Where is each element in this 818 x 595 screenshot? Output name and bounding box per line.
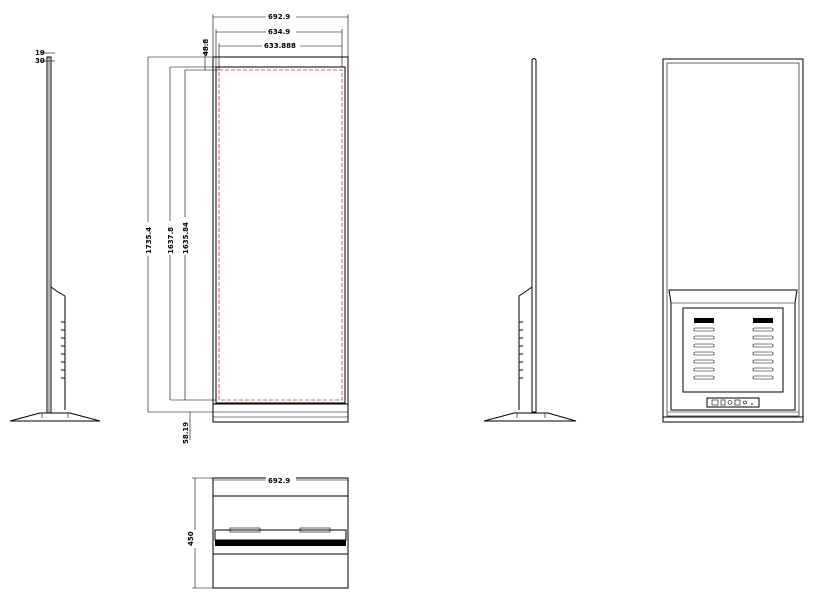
rear-vents-left xyxy=(693,318,715,380)
rear-vent-grille-right xyxy=(753,318,773,323)
right-back-housing xyxy=(518,286,533,410)
front-active-area xyxy=(218,69,343,401)
front-view: 692.9 634.9 633.888 48.8 1735.4 1637.8 1… xyxy=(144,12,349,444)
dim-bottom-width: 692.9 xyxy=(268,477,290,485)
dim-side-top-small: 19 xyxy=(35,49,45,57)
dim-front-active-width: 633.888 xyxy=(264,42,296,50)
bottom-view: 692.9 450 xyxy=(187,476,349,589)
front-bottom-base xyxy=(212,403,349,423)
right-side-panel xyxy=(531,58,537,413)
left-side-view: 19 30 xyxy=(9,49,101,422)
side-back-housing xyxy=(50,286,66,410)
dim-front-glass-height: 1637.8 xyxy=(167,227,175,254)
rear-view xyxy=(662,58,804,423)
dim-front-overall-height: 1735.4 xyxy=(145,227,153,254)
dim-front-overall-width: 692.9 xyxy=(268,13,290,21)
dim-front-glass-width: 634.9 xyxy=(268,28,290,36)
bottom-stand-bar xyxy=(214,529,347,541)
dim-side-top-depth: 30 xyxy=(35,57,45,65)
rear-vents-right xyxy=(752,318,774,380)
right-base-foot xyxy=(483,412,577,422)
dim-front-top-bezel: 48.8 xyxy=(202,39,210,56)
front-glass xyxy=(215,66,346,404)
rear-outer-frame xyxy=(662,58,804,423)
right-side-view xyxy=(483,58,577,422)
rear-vent-plate xyxy=(682,307,784,393)
bottom-stand-profile xyxy=(215,540,346,546)
rear-vent-grille-left xyxy=(694,318,714,323)
side-vents xyxy=(61,321,65,379)
rear-io-port-panel xyxy=(706,397,760,408)
side-base-foot xyxy=(9,412,101,422)
front-outer-frame xyxy=(212,56,349,423)
bottom-outline xyxy=(212,477,349,589)
dim-front-active-height: 1635.84 xyxy=(182,222,190,254)
dim-bottom-depth: 450 xyxy=(187,531,195,546)
dim-front-bottom-bezel: 58.19 xyxy=(182,422,190,444)
right-side-vents xyxy=(519,321,523,379)
